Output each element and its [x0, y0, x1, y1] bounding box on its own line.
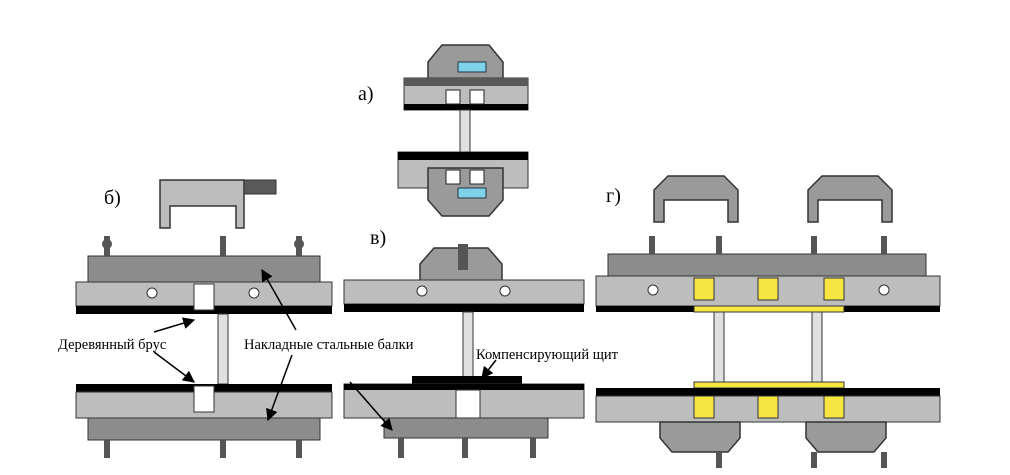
panel-b-upper-steel-beam — [87, 255, 321, 283]
panel-b-loose-clamp — [159, 179, 245, 229]
panel-b-assembly — [75, 179, 333, 458]
panel-b-lower-steel-beam — [87, 417, 321, 441]
panel-v-label: в) — [370, 227, 386, 249]
panel-a-tie-rod — [459, 109, 471, 156]
panel-b-label: б) — [104, 187, 121, 209]
panel-a-label: а) — [358, 83, 374, 105]
panel-g-lower-right-clamp — [805, 421, 887, 453]
panel-g-right-clamp — [807, 175, 893, 223]
panel-g-assembly — [595, 175, 941, 468]
compensating-shield-callout: Компенсирующий щит — [476, 347, 619, 363]
panel-g-upper-steel-beam — [607, 253, 927, 277]
panel-g-left-clamp — [653, 175, 739, 223]
panel-v-lower-steel-beam — [383, 417, 549, 439]
wooden-beam-callout: Деревянный брус — [58, 337, 166, 353]
panel-v-upper-rail — [343, 279, 585, 305]
steel-beams-callout: Накладные стальные балки — [244, 337, 414, 353]
leader-arrows — [153, 268, 497, 431]
panel-g-upper-yellow-strip — [693, 305, 845, 313]
panel-v-assembly — [343, 244, 585, 458]
panel-a-top-bolt — [457, 61, 487, 73]
panel-g-lower-yellow-strip — [693, 381, 845, 389]
panel-a-assembly — [397, 44, 529, 217]
panel-b-lower-wooden-beam — [193, 385, 215, 413]
panel-v-compensating-shield — [412, 376, 522, 386]
panel-b-upper-wooden-beam — [193, 283, 215, 311]
panel-g-lower-left-clamp — [659, 421, 741, 453]
panel-g-label: г) — [606, 185, 621, 207]
